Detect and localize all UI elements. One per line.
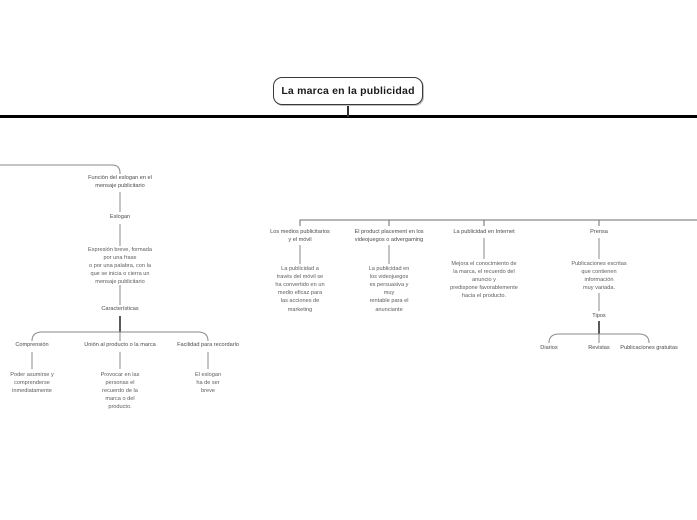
node-tipos-publicaciones-gratuitas[interactable]: Publicaciones gratuitas — [620, 345, 678, 351]
node-tipos[interactable]: Tipos — [592, 313, 606, 319]
detail-publicidad-internet[interactable]: Mejora el conocimiento de la marca, el r… — [450, 261, 518, 300]
node-funcion-eslogan[interactable]: Función del eslogan en el mensaje public… — [88, 175, 152, 190]
detail-union-producto-marca[interactable]: Provocar en las personas el recuerdo de … — [100, 372, 140, 411]
node-publicidad-internet[interactable]: La publicidad en Internet — [453, 229, 515, 235]
tipos-fan-right — [599, 333, 650, 344]
right-rail — [299, 219, 697, 226]
node-tipos-diarios[interactable]: Diarios — [540, 345, 558, 351]
node-eslogan[interactable]: Eslogan — [109, 214, 131, 220]
node-tipos-revistas[interactable]: Revistas — [588, 345, 610, 351]
left-branch-connector — [0, 164, 121, 174]
node-eslogan-definicion[interactable]: Expresión breve, formada por una frase o… — [87, 247, 153, 286]
node-product-placement-videojuegos[interactable]: El product placement en los videojuegos … — [354, 229, 424, 244]
node-caracteristicas[interactable]: Características — [101, 306, 139, 312]
detail-comprension[interactable]: Poder asumirse y comprenderse inmediatam… — [10, 372, 54, 395]
node-comprension[interactable]: Comprensión — [15, 342, 49, 348]
root-title-label: La marca en la publicidad — [281, 85, 415, 97]
detail-medios-publicitarios-movil[interactable]: La publicidad a través del móvil se ha c… — [275, 266, 325, 313]
node-medios-publicitarios-movil[interactable]: Los medios publicitarios y el móvil — [270, 229, 330, 244]
detail-product-placement-videojuegos[interactable]: La publicidad en los videojuegos es pers… — [368, 266, 410, 313]
detail-prensa[interactable]: Publicaciones escritas que contienen inf… — [571, 261, 627, 292]
tipos-fan-left — [548, 333, 599, 344]
node-prensa[interactable]: Prensa — [590, 229, 608, 235]
left-fan-left — [31, 331, 120, 342]
root-title-box[interactable]: La marca en la publicidad — [273, 77, 423, 105]
left-fan-right — [120, 331, 209, 342]
detail-facilidad-recordarlo[interactable]: El eslogan ha de ser breve — [194, 372, 222, 395]
node-facilidad-recordarlo[interactable]: Facilidad para recordarlo — [177, 342, 239, 348]
node-union-producto-marca[interactable]: Unión al producto o la marca — [84, 342, 156, 348]
